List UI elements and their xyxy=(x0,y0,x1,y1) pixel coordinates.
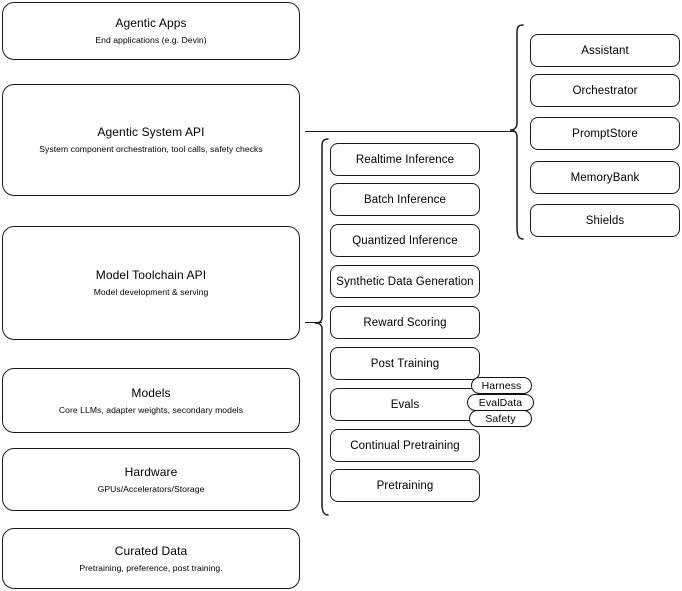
component-reward-scoring[interactable]: Reward Scoring xyxy=(330,306,480,339)
component-realtime-inference[interactable]: Realtime Inference xyxy=(330,143,480,176)
layer-subtitle: Core LLMs, adapter weights, secondary mo… xyxy=(58,404,244,415)
layer-title: Agentic Apps xyxy=(115,16,187,30)
layer-title: Agentic System API xyxy=(97,125,205,139)
layer-title: Models xyxy=(131,385,171,400)
layer-title: Curated Data xyxy=(114,543,188,558)
stack-layer-agentic-apps[interactable]: Agentic Apps End applications (e.g. Devi… xyxy=(2,2,300,60)
component-label: PromptStore xyxy=(572,127,638,140)
component-label: Reward Scoring xyxy=(363,316,447,329)
layer-subtitle: End applications (e.g. Devin) xyxy=(95,35,207,45)
component-pretraining[interactable]: Pretraining xyxy=(330,469,480,502)
agentic-component-shields[interactable]: Shields xyxy=(530,204,680,237)
component-continual-pretraining[interactable]: Continual Pretraining xyxy=(330,429,480,462)
agentic-components-brace xyxy=(509,22,525,242)
component-label: Post Training xyxy=(370,357,440,370)
stack-layer-model-toolchain-api[interactable]: Model Toolchain API Model development & … xyxy=(2,226,300,340)
component-label: Assistant xyxy=(581,44,629,57)
agentic-component-promptstore[interactable]: PromptStore xyxy=(530,117,680,150)
component-post-training[interactable]: Post Training xyxy=(330,347,480,380)
component-label: Quantized Inference xyxy=(352,234,458,247)
component-evals[interactable]: Evals xyxy=(330,388,480,421)
eval-subcomponent-evaldata[interactable]: EvalData xyxy=(467,394,534,411)
eval-subcomponent-label: EvalData xyxy=(478,396,523,409)
toolchain-brace xyxy=(314,136,330,518)
component-label: Continual Pretraining xyxy=(350,439,460,452)
agentic-component-orchestrator[interactable]: Orchestrator xyxy=(530,74,680,107)
component-label: Pretraining xyxy=(376,479,434,492)
layer-subtitle: System component orchestration, tool cal… xyxy=(39,144,263,154)
layer-title: Hardware xyxy=(124,464,178,479)
component-quantized-inference[interactable]: Quantized Inference xyxy=(330,224,480,257)
connector-toolchain-to-components xyxy=(305,322,322,324)
agentic-component-assistant[interactable]: Assistant xyxy=(530,34,680,67)
component-synthetic-data-generation[interactable]: Synthetic Data Generation xyxy=(330,265,480,298)
agentic-component-memorybank[interactable]: MemoryBank xyxy=(530,161,680,194)
layer-title: Model Toolchain API xyxy=(95,268,207,282)
component-label: Shields xyxy=(585,214,625,227)
eval-subcomponent-label: Harness xyxy=(481,379,522,392)
component-label: Realtime Inference xyxy=(355,153,455,166)
stack-layer-models[interactable]: Models Core LLMs, adapter weights, secon… xyxy=(2,368,300,433)
stack-layer-agentic-system-api[interactable]: Agentic System API System component orch… xyxy=(2,84,300,196)
layer-subtitle: GPUs/Accelerators/Storage xyxy=(97,483,205,494)
connector-agentic-system-to-components xyxy=(305,131,516,133)
stack-layer-hardware[interactable]: Hardware GPUs/Accelerators/Storage xyxy=(2,448,300,511)
component-label: MemoryBank xyxy=(570,171,640,184)
component-batch-inference[interactable]: Batch Inference xyxy=(330,183,480,216)
eval-subcomponent-safety[interactable]: Safety xyxy=(469,410,532,427)
eval-subcomponent-harness[interactable]: Harness xyxy=(471,377,532,394)
eval-subcomponent-label: Safety xyxy=(485,412,516,425)
component-label: Batch Inference xyxy=(363,193,447,206)
component-label: Evals xyxy=(390,398,420,411)
layer-subtitle: Pretraining, preference, post training. xyxy=(79,562,223,573)
layer-subtitle: Model development & serving xyxy=(93,287,209,297)
component-label: Synthetic Data Generation xyxy=(336,275,474,288)
stack-layer-curated-data[interactable]: Curated Data Pretraining, preference, po… xyxy=(2,528,300,589)
component-label: Orchestrator xyxy=(572,84,638,97)
